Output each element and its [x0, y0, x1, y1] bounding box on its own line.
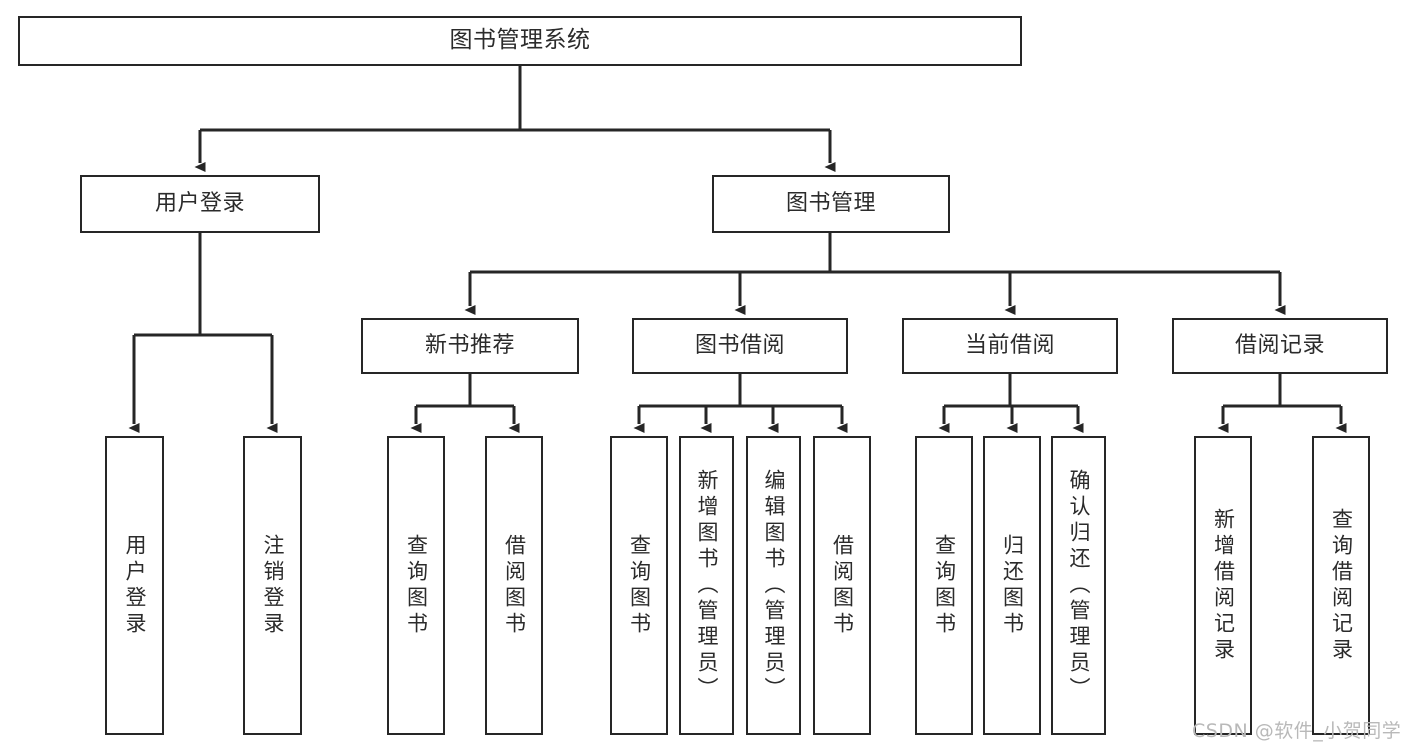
leaf-borrow-book-1-label: 借阅图书 [502, 533, 527, 638]
leaf-add-book-admin[interactable]: 新增图书（管理员） [679, 436, 734, 735]
leaf-borrow-book-2-label: 借阅图书 [830, 533, 855, 638]
leaf-confirm-return-admin-label: 确认归还（管理员） [1067, 468, 1091, 703]
leaf-edit-book-admin[interactable]: 编辑图书（管理员） [746, 436, 801, 735]
leaf-confirm-return-admin[interactable]: 确认归还（管理员） [1051, 436, 1106, 735]
leaf-edit-book-admin-label: 编辑图书（管理员） [762, 468, 786, 703]
node-root[interactable]: 图书管理系统 [18, 16, 1022, 66]
leaf-add-book-admin-label: 新增图书（管理员） [695, 468, 719, 703]
leaf-query-borrow-record[interactable]: 查询借阅记录 [1312, 436, 1370, 735]
node-book-manage-label: 图书管理 [785, 191, 876, 217]
leaf-query-borrow-record-label: 查询借阅记录 [1329, 507, 1354, 664]
leaf-query-book-2[interactable]: 查询图书 [610, 436, 668, 735]
node-borrow-record[interactable]: 借阅记录 [1172, 318, 1388, 374]
leaf-logout-login-label: 注销登录 [261, 533, 285, 638]
leaf-query-book-3-label: 查询图书 [932, 533, 957, 638]
csdn-watermark: CSDN @软件_小贺同学 [1192, 720, 1402, 742]
leaf-user-login[interactable]: 用户登录 [105, 436, 164, 735]
node-root-label: 图书管理系统 [449, 27, 591, 54]
node-current-borrow-label: 当前借阅 [964, 333, 1055, 359]
leaf-query-book-1[interactable]: 查询图书 [387, 436, 445, 735]
leaf-add-borrow-record-label: 新增借阅记录 [1211, 507, 1236, 664]
leaf-borrow-book-2[interactable]: 借阅图书 [813, 436, 871, 735]
leaf-add-borrow-record[interactable]: 新增借阅记录 [1194, 436, 1252, 735]
leaf-borrow-book-1[interactable]: 借阅图书 [485, 436, 543, 735]
node-user-login-label: 用户登录 [154, 191, 245, 217]
leaf-return-book[interactable]: 归还图书 [983, 436, 1041, 735]
leaf-query-book-3[interactable]: 查询图书 [915, 436, 973, 735]
leaf-query-book-1-label: 查询图书 [404, 533, 429, 638]
node-borrow-record-label: 借阅记录 [1234, 333, 1325, 359]
node-user-login[interactable]: 用户登录 [80, 175, 320, 233]
leaf-query-book-2-label: 查询图书 [627, 533, 652, 638]
node-new-book-recommend-label: 新书推荐 [424, 333, 515, 359]
node-book-borrow[interactable]: 图书借阅 [632, 318, 848, 374]
leaf-return-book-label: 归还图书 [1000, 533, 1025, 638]
leaf-logout-login[interactable]: 注销登录 [243, 436, 302, 735]
node-book-borrow-label: 图书借阅 [694, 333, 785, 359]
leaf-user-login-label: 用户登录 [123, 533, 147, 638]
node-book-manage[interactable]: 图书管理 [712, 175, 950, 233]
node-new-book-recommend[interactable]: 新书推荐 [361, 318, 579, 374]
node-current-borrow[interactable]: 当前借阅 [902, 318, 1118, 374]
